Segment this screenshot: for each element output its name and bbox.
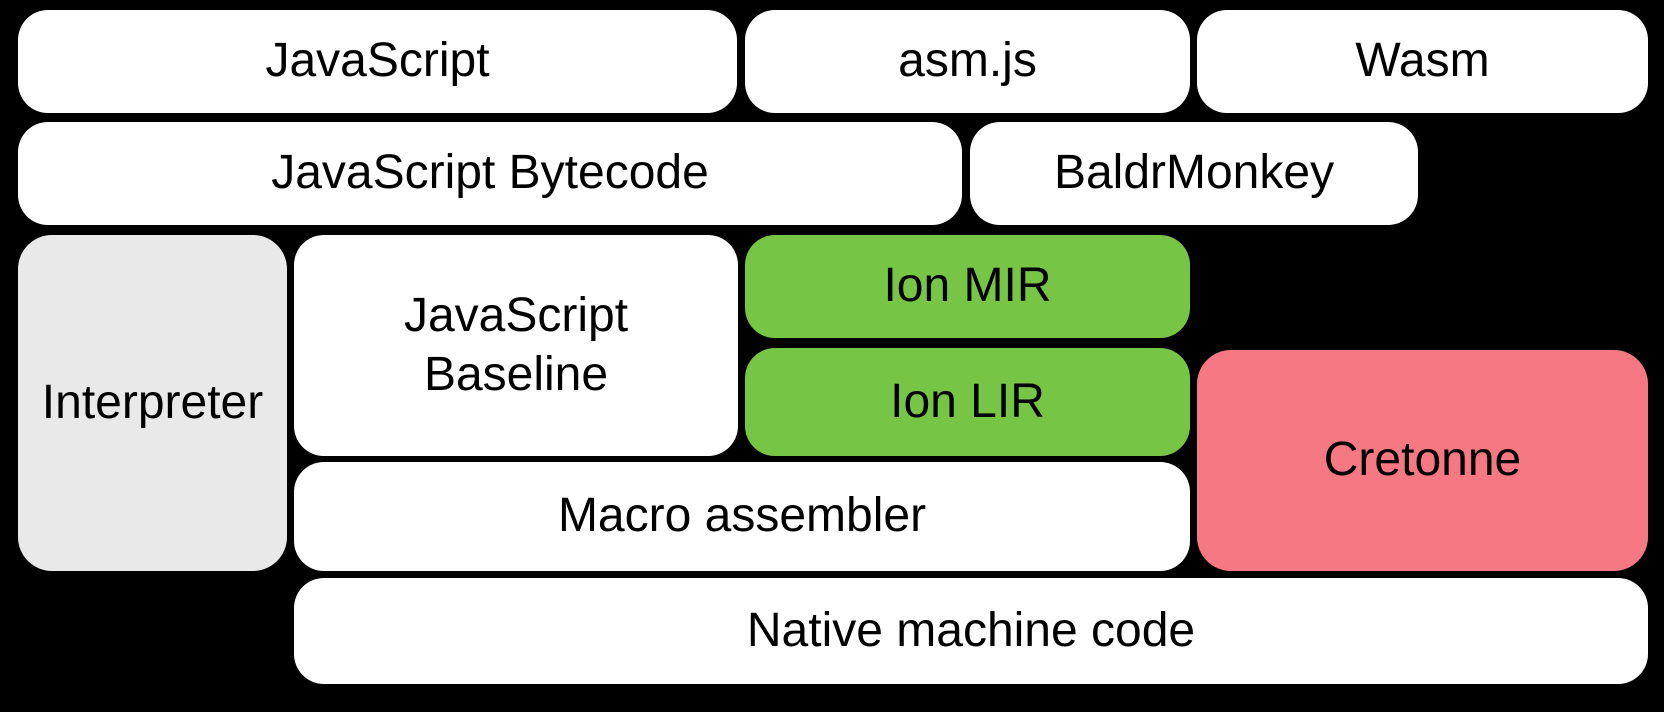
wasm-box: Wasm — [1197, 10, 1648, 113]
baldrmonkey-box: BaldrMonkey — [970, 122, 1418, 225]
ion-mir-label: Ion MIR — [883, 259, 1052, 313]
javascript-baseline-box: JavaScript Baseline — [294, 235, 738, 456]
javascript-bytecode-box: JavaScript Bytecode — [18, 122, 962, 225]
native-machine-code-box: Native machine code — [294, 578, 1648, 684]
native-machine-code-label: Native machine code — [746, 603, 1196, 657]
ion-lir-box: Ion LIR — [745, 348, 1190, 456]
asmjs-label: asm.js — [898, 34, 1037, 88]
wasm-label: Wasm — [1355, 34, 1490, 88]
cretonne-box: Cretonne — [1197, 350, 1648, 571]
javascript-bytecode-label: JavaScript Bytecode — [271, 146, 709, 200]
ion-lir-label: Ion LIR — [890, 374, 1045, 428]
cretonne-label: Cretonne — [1323, 433, 1522, 487]
macro-assembler-box: Macro assembler — [294, 462, 1190, 571]
asmjs-box: asm.js — [745, 10, 1190, 113]
baldrmonkey-label: BaldrMonkey — [1053, 146, 1335, 200]
macro-assembler-label: Macro assembler — [557, 489, 927, 543]
javascript-box: JavaScript — [18, 10, 737, 113]
ion-mir-box: Ion MIR — [745, 235, 1190, 338]
interpreter-box: Interpreter — [18, 235, 287, 571]
javascript-baseline-label: JavaScript Baseline — [403, 288, 629, 401]
javascript-label: JavaScript — [265, 34, 490, 88]
interpreter-label: Interpreter — [41, 375, 264, 429]
